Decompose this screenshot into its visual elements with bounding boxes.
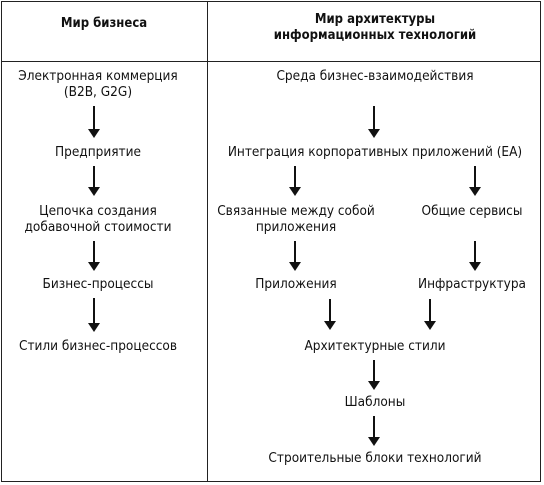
linked-apps-line1: Связанные между собой — [217, 203, 375, 219]
eai-node: Интеграция корпоративных приложений (EA) — [227, 144, 523, 160]
shared-services-node: Общие сервисы — [421, 203, 523, 219]
ecommerce-line1: Электронная коммерция — [18, 68, 178, 84]
arrow-processes-to-styles — [88, 298, 100, 332]
arrow-patterns-to-building-blocks — [368, 416, 380, 446]
business-world-header: Мир бизнеса — [60, 16, 148, 31]
ecommerce-line2: (B2B, G2G) — [63, 84, 133, 100]
arch-styles-node: Архитектурные стили — [304, 338, 446, 354]
column-divider — [207, 2, 208, 481]
arrow-arch-styles-to-patterns — [368, 360, 380, 390]
it-architecture-header-line1: Мир архитектуры — [314, 12, 436, 27]
it-architecture-header-line2: информационных технологий — [273, 28, 477, 43]
linked-apps-node: Связанные между собой приложения — [208, 203, 384, 235]
arrow-applications-to-arch-styles — [324, 299, 336, 330]
arrow-eai-to-shared-services — [469, 166, 481, 196]
value-chain-node: Цепочка создания добавочной стоимости — [0, 203, 196, 235]
arrow-environment-to-eai — [368, 106, 380, 138]
applications-node: Приложения — [255, 276, 337, 292]
patterns-node: Шаблоны — [344, 394, 406, 410]
header-divider — [2, 61, 540, 62]
arrow-infrastructure-to-arch-styles — [424, 299, 436, 330]
linked-apps-line2: приложения — [255, 219, 337, 235]
arrow-ecommerce-to-enterprise — [88, 106, 100, 138]
process-styles-node: Стили бизнес-процессов — [18, 338, 178, 354]
arrow-value-chain-to-processes — [88, 241, 100, 271]
arrow-eai-to-linked-apps — [289, 166, 301, 196]
it-architecture-header: Мир архитектуры информационных технологи… — [208, 12, 542, 44]
arrow-enterprise-to-value-chain — [88, 166, 100, 196]
value-chain-line2: добавочной стоимости — [24, 219, 172, 235]
value-chain-line1: Цепочка создания — [39, 203, 157, 219]
infrastructure-node: Инфраструктура — [418, 276, 526, 292]
enterprise-node: Предприятие — [54, 144, 141, 160]
arrow-shared-services-to-infrastructure — [469, 241, 481, 271]
ecommerce-node: Электронная коммерция (B2B, G2G) — [0, 68, 196, 100]
business-processes-node: Бизнес-процессы — [42, 276, 154, 292]
arrow-linked-apps-to-applications — [289, 241, 301, 271]
building-blocks-node: Строительные блоки технологий — [268, 450, 482, 466]
environment-node: Среда бизнес-взаимодействия — [276, 68, 474, 84]
